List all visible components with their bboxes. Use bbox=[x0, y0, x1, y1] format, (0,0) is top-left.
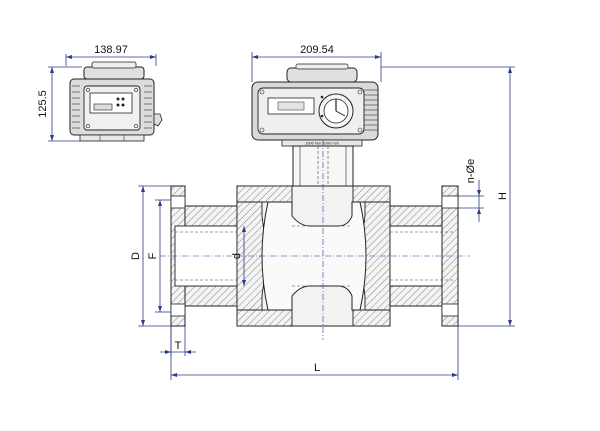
front-plate-text: 1000 Nm 1000 mm bbox=[305, 141, 340, 146]
dim-side-width: 138.97 bbox=[65, 44, 157, 66]
center-lines bbox=[160, 140, 470, 340]
dim-length: L bbox=[170, 326, 459, 380]
dim-flange-bolts: n-Øe bbox=[458, 159, 484, 222]
bore-label: d bbox=[231, 253, 243, 259]
side-height-label: 125.5 bbox=[37, 90, 49, 118]
front-width-label: 209.54 bbox=[300, 44, 334, 56]
position-indicator-icon bbox=[318, 93, 354, 129]
flange-thickness-label: T bbox=[175, 340, 182, 352]
dim-side-height: 125.5 bbox=[37, 66, 82, 142]
dim-front-width: 209.54 bbox=[251, 44, 382, 82]
bolt-circle-label: F bbox=[147, 252, 159, 259]
dim-bore: d bbox=[231, 226, 246, 286]
side-width-label: 138.97 bbox=[94, 44, 128, 56]
side-actuator-view bbox=[69, 61, 163, 142]
flange-diameter-label: D bbox=[130, 252, 142, 260]
flange-bolts-label: n-Øe bbox=[465, 159, 477, 183]
dim-bolt-circle: F bbox=[147, 199, 171, 313]
front-actuator-view: 1000 Nm 1000 mm bbox=[251, 63, 379, 147]
overall-height-label: H bbox=[497, 192, 509, 200]
dim-flange-diameter: D bbox=[130, 185, 171, 327]
length-label: L bbox=[314, 362, 320, 374]
dim-overall-height: H bbox=[381, 66, 515, 327]
dim-flange-thickness: T bbox=[160, 326, 196, 356]
